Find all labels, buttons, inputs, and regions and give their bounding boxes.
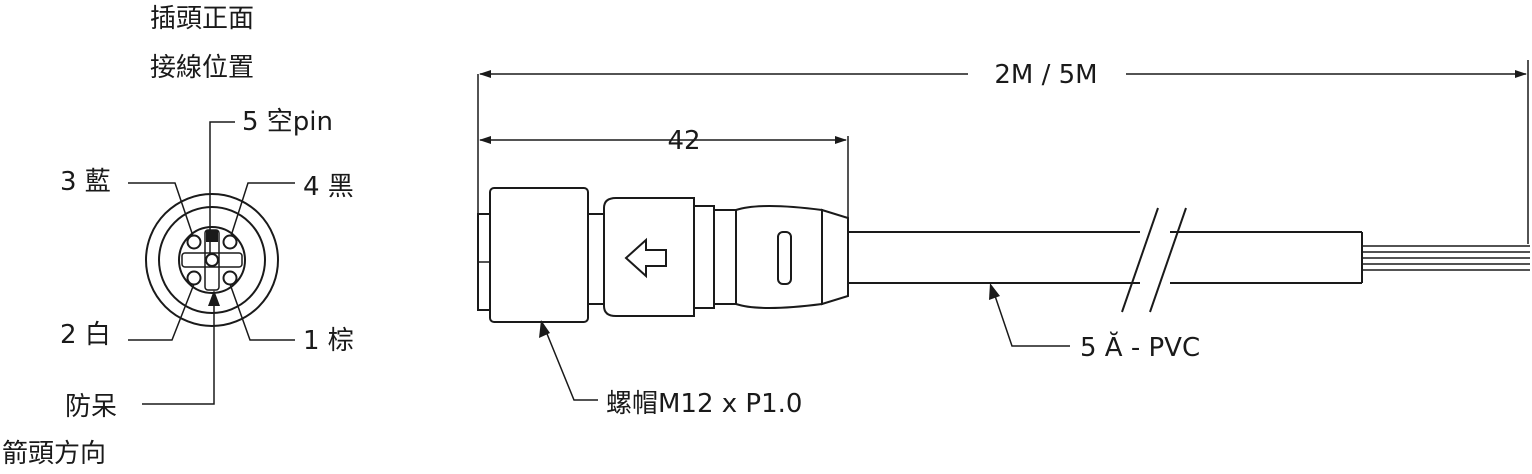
label-cable: 5 Ă - PVC — [1080, 330, 1200, 363]
pin-5 — [205, 253, 219, 267]
main-body — [603, 197, 695, 317]
outer-ring — [145, 193, 279, 327]
label-pin1: 1 棕 — [303, 326, 354, 356]
insert-divider-horizontal — [181, 252, 243, 268]
leader-nut-arrowhead — [539, 320, 550, 338]
label-key: 防呆 — [65, 392, 117, 422]
leader-pin2 — [128, 283, 195, 341]
label-nut: 螺帽M12 x P1.0 — [606, 389, 802, 419]
label-connector-length: 42 — [667, 126, 700, 156]
leader-pin5 — [209, 121, 235, 254]
break-mark-2 — [1149, 207, 1187, 313]
pin-3 — [186, 234, 202, 250]
bare-wires — [1362, 245, 1530, 271]
pin-2 — [186, 270, 202, 286]
leader-pin1 — [229, 283, 295, 341]
connector-body — [477, 187, 849, 323]
leader-key — [142, 304, 215, 405]
grip-slot — [777, 231, 792, 285]
leader-nut — [542, 323, 598, 401]
label-pin3: 3 藍 — [60, 167, 111, 197]
key-arrowhead — [208, 290, 220, 306]
strain-relief-boot — [821, 208, 849, 306]
leader-cable — [991, 286, 1070, 347]
break-mark-1 — [1121, 207, 1159, 313]
insert-ring — [178, 226, 246, 294]
leader-cable-arrowhead — [989, 283, 1000, 300]
dimension-connector: 42 — [479, 126, 849, 232]
face-title-line1: 插頭正面 — [150, 4, 254, 34]
dimension-total: 2M / 5M — [477, 60, 1529, 244]
ring-2 — [713, 209, 737, 305]
face-leaders — [128, 121, 295, 405]
label-pin4: 4 黑 — [303, 172, 354, 202]
pin-1 — [222, 270, 238, 286]
leader-pin3 — [128, 182, 194, 237]
key-notch — [206, 230, 218, 242]
label-total-length: 2M / 5M — [994, 60, 1097, 90]
ring-1 — [693, 205, 715, 309]
label-pin5: 5 空pin — [242, 107, 333, 137]
cable — [848, 207, 1530, 313]
middle-ring — [158, 206, 266, 314]
leader-pin4 — [230, 182, 295, 237]
knurled-nut — [489, 187, 589, 323]
nut-neck — [587, 213, 605, 305]
label-pin2: 2 白 — [60, 320, 111, 350]
label-arrow-direction: 箭頭方向 — [2, 439, 106, 469]
face-title-line2: 接線位置 — [150, 53, 254, 83]
plug-face — [145, 193, 279, 327]
pin-4 — [222, 234, 238, 250]
direction-arrow-icon — [624, 237, 667, 279]
